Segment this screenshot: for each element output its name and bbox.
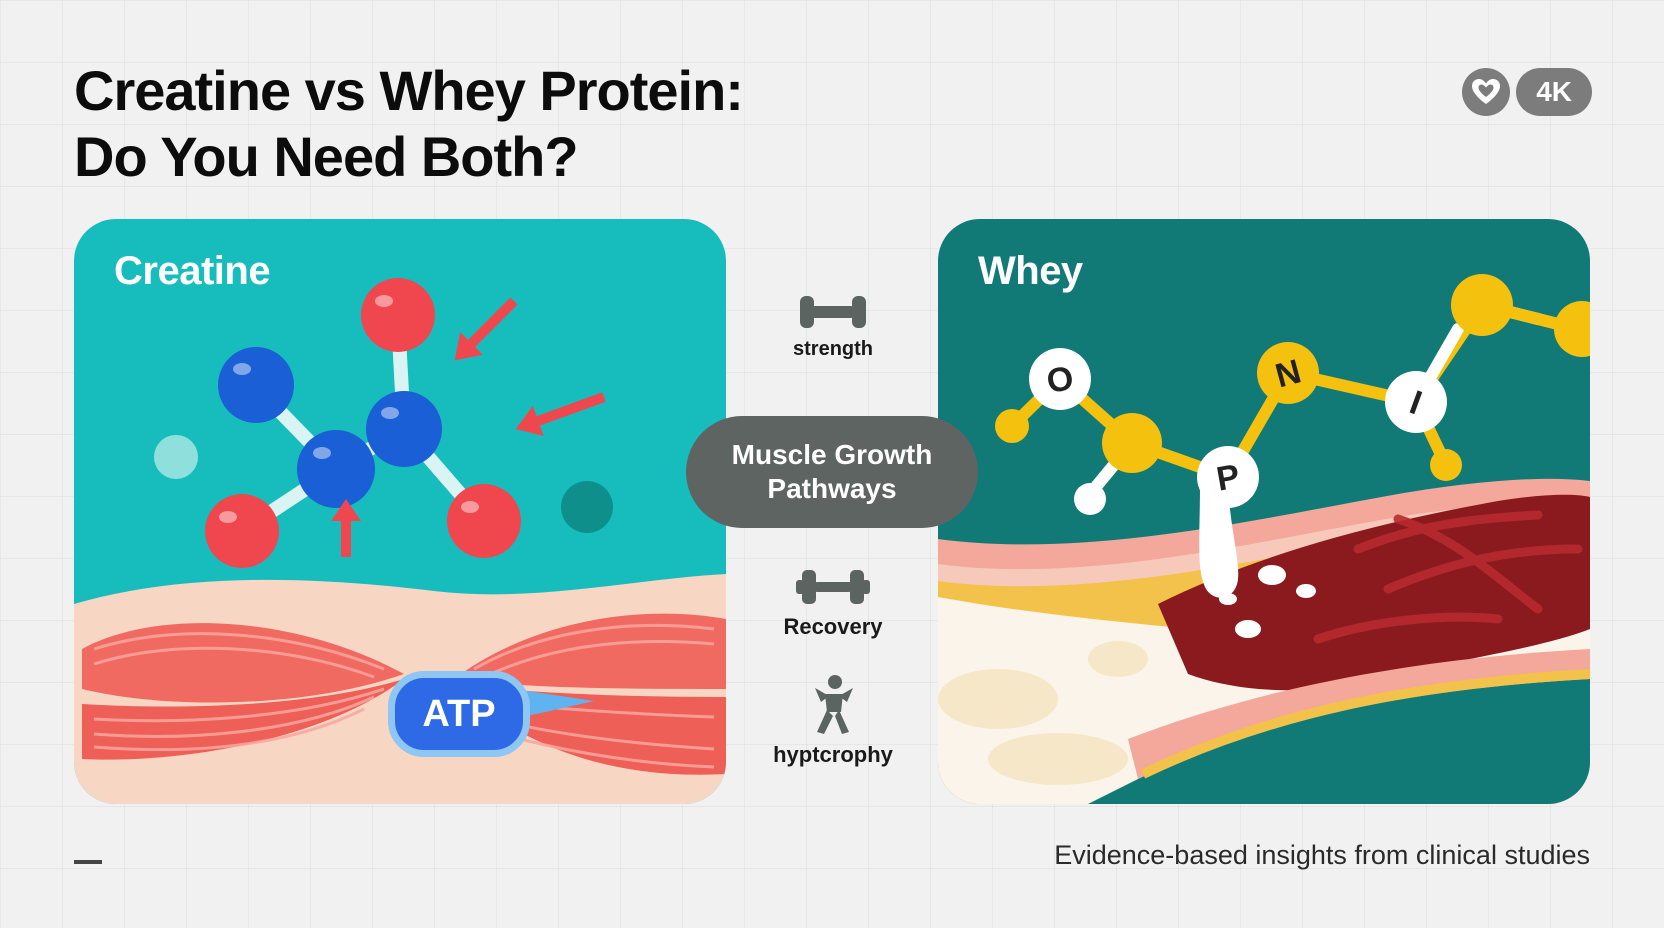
atom-p: P — [1197, 446, 1259, 508]
benefit-label: Recovery — [783, 614, 883, 639]
atp-pointer — [514, 689, 594, 719]
decor-circle-dark — [561, 481, 613, 533]
benefit-strength: strength — [743, 292, 923, 361]
whey-label: Whey — [978, 249, 1083, 293]
blue-atom-right — [366, 391, 442, 467]
benefit-recovery: Recovery — [743, 566, 923, 640]
letter-atoms: O N P I — [1029, 342, 1447, 508]
molecule-atoms — [205, 278, 521, 568]
page-title: Creatine vs Whey Protein: Do You Need Bo… — [74, 58, 744, 190]
atom-n: N — [1257, 342, 1319, 404]
badge-group: 4K — [1462, 68, 1592, 116]
muscle-growth-pathways-pill: Muscle Growth Pathways — [686, 416, 978, 528]
atom-o: O — [1029, 348, 1091, 410]
blue-atom-left — [218, 347, 294, 423]
whey-panel: O N P I Whey — [938, 219, 1590, 804]
arrow-1 — [454, 297, 518, 361]
amino-chain-atoms — [995, 274, 1590, 515]
whey-illustration: O N P I — [938, 274, 1590, 804]
molecule-bonds — [235, 312, 489, 538]
title-line-2: Do You Need Both? — [74, 125, 579, 188]
red-atom-top — [361, 278, 435, 352]
atp-badge: ATP — [388, 671, 530, 757]
footer-caption: Evidence-based insights from clinical st… — [1054, 840, 1590, 870]
creatine-panel: Creatine ATP — [74, 219, 726, 804]
red-atom-left — [205, 494, 279, 568]
arrow-2 — [515, 392, 606, 436]
resolution-badge: 4K — [1516, 68, 1592, 116]
decor-circle-light — [154, 435, 198, 479]
vessel-core — [1158, 494, 1590, 691]
atom-letter-o: O — [1044, 359, 1077, 401]
dumbbell-icon — [796, 570, 870, 604]
blue-atom-center — [297, 430, 375, 508]
arrows — [331, 297, 606, 557]
benefit-hypertrophy: hyptcrophy — [743, 674, 923, 768]
muscle-fiber-left — [82, 623, 404, 760]
benefit-label: hyptcrophy — [773, 742, 893, 767]
red-atom-right — [447, 484, 521, 558]
whey-droplet — [1199, 484, 1239, 598]
dumbbell-icon — [800, 296, 866, 328]
footer-dash — [74, 860, 102, 864]
title-line-1: Creatine vs Whey Protein: — [74, 59, 744, 122]
heart-icon-glyph — [1472, 79, 1501, 104]
creatine-label: Creatine — [114, 249, 271, 293]
flexing-figure-icon — [815, 675, 853, 734]
benefit-label: strength — [793, 338, 873, 360]
heart-icon[interactable] — [1462, 68, 1511, 116]
arrow-3 — [331, 499, 361, 557]
atom-i: I — [1385, 371, 1447, 433]
